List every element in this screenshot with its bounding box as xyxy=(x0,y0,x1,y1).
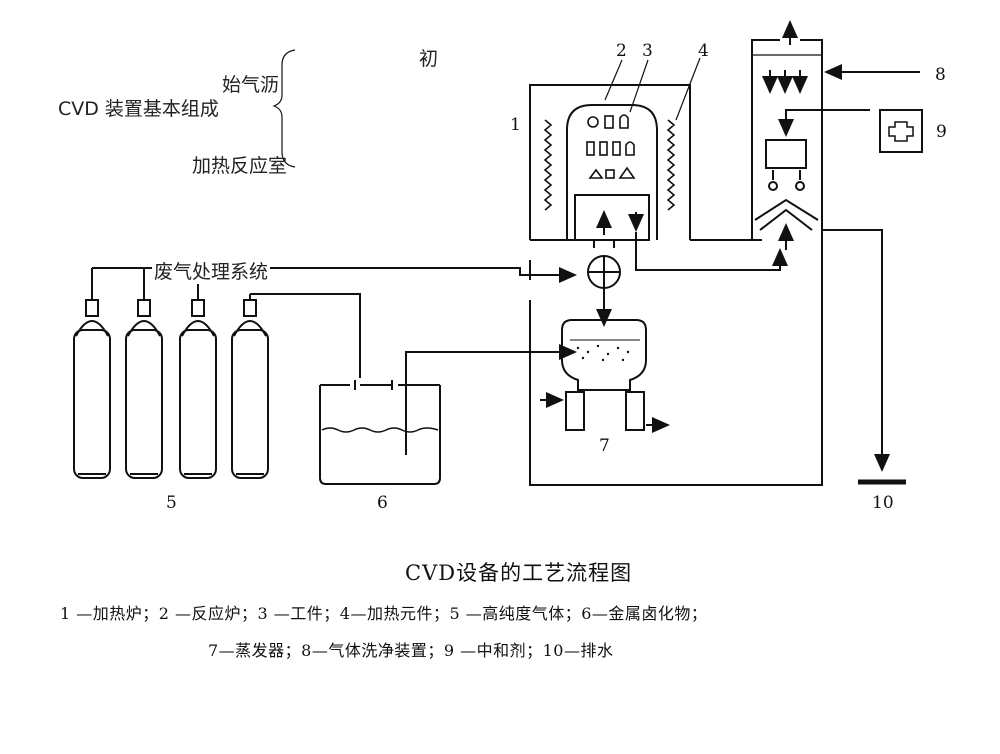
note-waste-gas: 废气处理系统 xyxy=(152,257,271,284)
heating-furnace xyxy=(529,84,823,486)
workpieces xyxy=(586,114,636,179)
label-3: 3 xyxy=(642,41,653,61)
label-10: 10 xyxy=(872,493,894,513)
mixing-valve xyxy=(587,240,621,327)
figure-caption: CVD设备的工艺流程图 xyxy=(405,561,633,585)
legend-line-1: 1 —加热炉；2 —反应炉；3 —工件；4—加热元件；5 —高纯度气体；6—金属… xyxy=(60,604,708,623)
heating-elements xyxy=(543,119,676,211)
label-5: 5 xyxy=(166,493,177,513)
gas-scrubber xyxy=(751,20,920,472)
label-2: 2 xyxy=(616,41,627,61)
gas-cylinder-1 xyxy=(73,268,111,479)
label-1: 1 xyxy=(510,115,521,135)
label-leaders xyxy=(604,57,701,121)
label-4: 4 xyxy=(698,41,709,61)
gas-cylinder-4 xyxy=(231,294,269,479)
label-6: 6 xyxy=(377,493,388,513)
label-9: 9 xyxy=(936,122,947,142)
note-top-char: 初 xyxy=(419,48,439,70)
cylinder-to-tank-line xyxy=(250,293,361,378)
label-8: 8 xyxy=(935,65,946,85)
gas-cylinder-2 xyxy=(125,270,163,479)
evaporator xyxy=(535,319,670,433)
legend-line-2: 7—蒸发器；8—气体洗净装置；9 —中和剂；10—排水 xyxy=(208,641,614,660)
notes-brace xyxy=(272,49,296,168)
note-main-title: CVD 装置基本组成 xyxy=(58,98,219,120)
reaction-furnace xyxy=(566,104,658,241)
label-7: 7 xyxy=(599,436,610,456)
gas-cylinder-3 xyxy=(179,270,217,479)
metal-halide-tank xyxy=(319,344,577,485)
note-gas-source: 始气沥 xyxy=(222,74,280,96)
note-reaction-chamber: 加热反应室 xyxy=(192,155,288,177)
neutralizer xyxy=(879,109,923,153)
gas-cylinders xyxy=(73,268,269,479)
reactor-flow xyxy=(596,210,788,271)
